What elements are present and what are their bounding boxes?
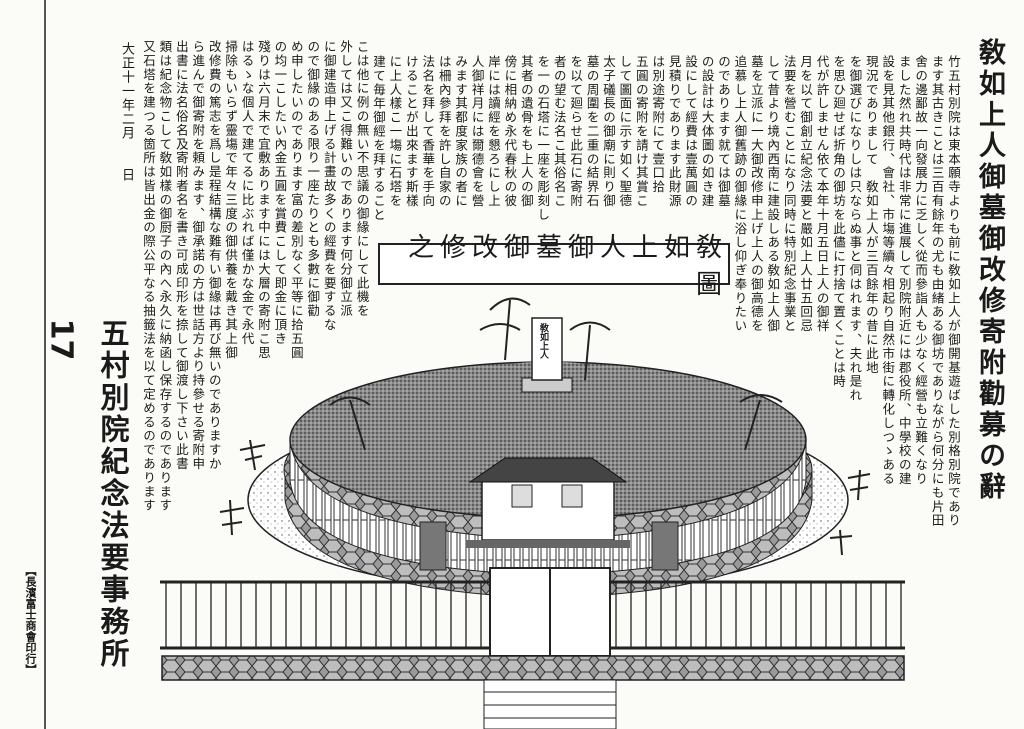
body-text-column: 改修費の篤志を爲し是程結構な難有い御緣は再び無いのでありますか: [206, 40, 222, 471]
body-text-column: を以て廻らせ此石に寄附: [568, 55, 584, 208]
body-text-column: 墓の周圍を二重の結界石: [584, 55, 600, 208]
front-railing: [160, 567, 905, 657]
body-text-column: に御建造申上げる計畫故多くの經費を要するな: [321, 40, 337, 332]
body-text-column: 殘りは六月末で宜敷あります中には大層の寄附こ思: [256, 40, 271, 360]
body-text-column: のであります就ては御墓: [716, 55, 731, 208]
body-text-column: 又石塔を建つる箇所は皆出金の際公平なる抽籤法を以て定めるのであります: [141, 40, 156, 513]
body-text-column: ました然れ共時代は非常に進展して別院附近には郡役所、中學校の建: [896, 55, 912, 486]
body-text-column: はるゝな個人で建てるに比ぶれば僅かな金で永代: [239, 40, 255, 346]
body-text-column: 設を見其他銀行、會社、市塲等續々相起り自然市街に轉化しつゝある: [880, 55, 896, 486]
body-text-column: 人御祥月には爾德會を營: [469, 55, 485, 208]
body-text-column: は柵內參拜を許し自家の: [436, 55, 452, 208]
pine-trees: [219, 297, 871, 556]
body-text-column: の設計は大体圖の如き建: [699, 55, 715, 208]
body-text-column: 代が許しません依て本年十月五日上人の御祥: [814, 55, 830, 333]
body-text-column: こは他に例の無い不思議の御緣にして此機を: [354, 40, 370, 318]
body-text-column: 法要を營むことになり同時に特別紀念事業と: [781, 55, 797, 333]
body-text-column: して圖面に示す如く聖德: [617, 55, 633, 208]
body-text-column: に上人樣こ一塲に石塔を: [387, 55, 403, 208]
body-text-column: 舍の邊鄙故一向發展力に乏しく從而參詣人も少なく經營も立難くなり: [913, 55, 929, 486]
body-text-column: は別途寄附にて壹口拾: [650, 55, 666, 194]
body-text-column: 竹五村別院は東本願寺よりも前に敎如上人が御開基遊ばした別格別院であり: [946, 55, 961, 528]
body-text-column: 掃除もいらず靈塲で年々三度の御供養を戴き其上御: [223, 40, 239, 360]
body-text-column: ら進んで御寄附を頼みます、御承諾の方は世話方より持參せる寄附申: [190, 40, 206, 471]
body-text-column: め申したいのであります富の差別なく平等に拾五圓: [288, 40, 304, 360]
body-text-column: 見積りであります此財源: [666, 55, 682, 208]
body-text-column: 法名を拜して香華を手向: [420, 55, 436, 208]
body-text-column: 傍に相納め永代春秋の彼: [502, 55, 518, 208]
document-title: 敎如上人御墓御改修寄附勸募の辭: [974, 38, 1005, 503]
body-text-column: して昔より境內西南に建設しある敎如上人御: [765, 55, 781, 333]
body-text-column: を御選びになりしは只ならぬ事と伺はれます、夫れ是れ: [847, 55, 863, 403]
body-text-column: 者の望む法名こ其俗名こ: [551, 55, 567, 208]
body-text-column: 出書に法名俗名及寄附者名を書き可成印形を捺して御渡し下さい此書: [173, 40, 189, 471]
tombstone: [521, 317, 573, 393]
body-text-column: を一の石塔に一座を彫刻し: [535, 55, 551, 222]
body-text-column: ます其古きことは三百有餘年の尤も由緒ある御坊でありながら何分にも片田: [929, 55, 945, 528]
body-text-column: の均一こしたい內金五圓を賞費こして即金に頂き: [272, 40, 288, 346]
printer-credit: 【長濱富士商會印行】: [24, 565, 37, 675]
shrine-gate: [419, 457, 679, 571]
body-text-column: を思ひ廻せば折角の御坊を此儘に打捨て置くことは時: [831, 55, 846, 389]
body-text-column: 太子礒長の御廟に則り御: [601, 55, 616, 208]
body-text-column: 追慕し上人御舊跡の御緣に浴し仰ぎ奉りたい: [732, 55, 748, 333]
tomb-sign-text: 敎如上人: [538, 323, 548, 359]
body-text-column: 五圓の寄附を請け其賞こ: [633, 55, 649, 208]
body-text-column: 外しては又こ得難いのであります何分御立派: [338, 40, 354, 318]
illustration-caption: 敎如上人御墓御改修之圖: [378, 233, 730, 300]
page-margin-line: [44, 0, 46, 729]
body-text-column: 月を以て御創立紀念法要と嚴如上人廿五回忌: [798, 55, 814, 333]
entrance-steps: [483, 679, 617, 729]
body-text-column: 其者の遺骨をも上人の御: [518, 55, 534, 208]
body-text-column: 建て毎年御經を拜すること: [371, 55, 386, 222]
body-text-column: ので御緣のある限り一座たりとも多數に御勸: [305, 40, 321, 318]
body-text-column: 現況でありまして 敎如上人が三百餘年の昔に此地: [863, 55, 879, 375]
cobblestone-row: [161, 655, 905, 681]
body-text-column: 墓を立派に一大御改修申上げ上人の御高德を: [748, 55, 764, 333]
body-text-column: 岸には讀經を懇ろにし上: [486, 55, 501, 208]
document-date: 大正十一年二月 日: [119, 42, 134, 182]
body-text-column: 類は紀念物こして敎如樣の御厨子の內へ永久に納函し保存するのであります: [157, 40, 173, 513]
body-text-column: 設にして經費は壹萬圓の: [683, 55, 699, 208]
body-text-column: みます其都度家族の者に: [453, 55, 469, 208]
issuing-office: 五村別院紀念法要事務所: [96, 318, 130, 670]
body-text-column: けることが出來ます斯樣: [403, 55, 419, 208]
